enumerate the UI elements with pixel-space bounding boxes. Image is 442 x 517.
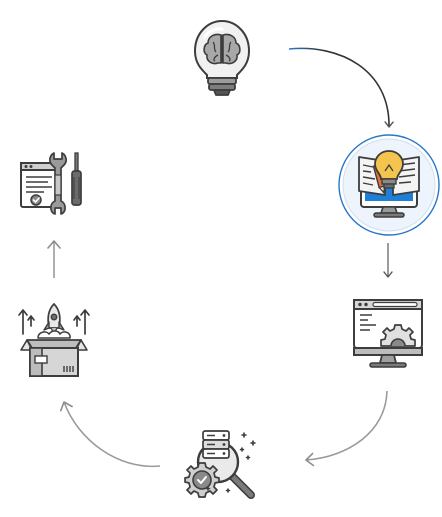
- document-wrench-screwdriver-icon: [20, 152, 82, 215]
- blueprint-monitor-bulb-icon: [358, 150, 420, 218]
- wrench-icon: [48, 152, 68, 215]
- monitor-code-gear-icon: [353, 299, 423, 368]
- rocket-icon: [43, 302, 65, 336]
- design-step-node: [338, 134, 440, 236]
- magnifier-server-gear-icon: [184, 430, 256, 499]
- lightbulb-brain-icon: [193, 19, 251, 96]
- connector-test-to-launch: [59, 401, 161, 468]
- connector-idea-to-design: [288, 47, 394, 128]
- sparkle-icon: [205, 432, 256, 493]
- server-stack: [202, 430, 230, 459]
- screwdriver-icon: [71, 152, 82, 206]
- connector-develop-to-test: [305, 390, 388, 467]
- box-rocket-icon: [18, 302, 90, 377]
